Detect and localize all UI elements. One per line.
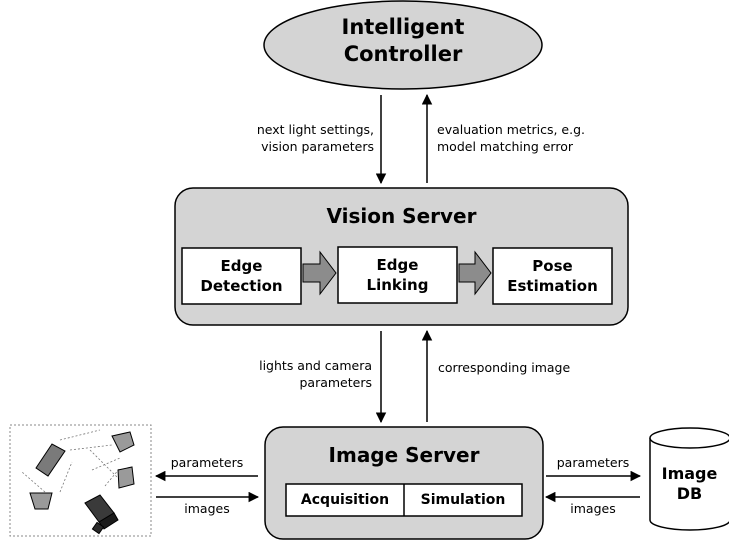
- edge-detection-box: [181, 247, 302, 305]
- database-label-line2: DB: [676, 484, 703, 503]
- pose-estimation-line1: Pose: [532, 257, 573, 275]
- controller-title-line2: Controller: [343, 42, 463, 66]
- controller-title: Intelligent Controller: [303, 14, 503, 68]
- vision-server-title: Vision Server: [326, 204, 477, 228]
- light-shape-4: [29, 492, 53, 510]
- pose-estimation-label: Pose Estimation: [493, 256, 612, 296]
- up-arrow-label-top: evaluation metrics, e.g. model matching …: [437, 121, 637, 155]
- scene-illustration: [9, 424, 152, 537]
- down-arrow-label-top-line2: vision parameters: [261, 139, 374, 154]
- database-label: Image DB: [650, 464, 729, 504]
- down-arrow-label-middle-line2: parameters: [299, 375, 372, 390]
- down-arrow-label-top-line1: next light settings,: [256, 122, 374, 137]
- up-arrow-label-top-line1: evaluation metrics, e.g.: [437, 122, 586, 137]
- right-images-label: images: [570, 501, 616, 516]
- pose-estimation-box: [492, 247, 613, 305]
- simulation-label: Simulation: [420, 492, 506, 508]
- chevron-arrow-2: [458, 250, 492, 296]
- light-shape-1: [35, 443, 66, 477]
- left-images-label: images: [184, 501, 230, 516]
- light-shape-2: [111, 431, 135, 453]
- image-server-title: Image Server: [328, 443, 480, 467]
- up-arrow-label-middle: corresponding image: [438, 360, 571, 375]
- edge-linking-line2: Linking: [366, 276, 429, 294]
- edge-detection-label: Edge Detection: [182, 256, 301, 296]
- down-arrow-label-top: next light settings, vision parameters: [200, 121, 374, 155]
- chevron-arrow-1: [302, 250, 337, 296]
- edge-detection-line2: Detection: [200, 277, 283, 295]
- edge-linking-box: [337, 246, 458, 304]
- up-arrow-label-top-line2: model matching error: [437, 139, 573, 154]
- light-shape-3: [117, 466, 135, 489]
- edge-detection-line1: Edge: [220, 257, 263, 275]
- pose-estimation-line2: Estimation: [507, 277, 598, 295]
- down-arrow-label-middle-line1: lights and camera: [259, 358, 372, 373]
- down-arrow-label-middle: lights and camera parameters: [200, 357, 372, 391]
- right-parameters-label: parameters: [556, 455, 630, 470]
- left-parameters-label: parameters: [170, 455, 244, 470]
- edge-linking-line1: Edge: [376, 256, 419, 274]
- controller-ellipse: [263, 0, 543, 90]
- camera-icon: [84, 494, 119, 535]
- database-cylinder: [649, 427, 729, 531]
- acquisition-label: Acquisition: [300, 492, 390, 508]
- edge-linking-label: Edge Linking: [338, 255, 457, 295]
- database-label-line1: Image: [661, 464, 718, 483]
- controller-title-line1: Intelligent: [341, 15, 465, 39]
